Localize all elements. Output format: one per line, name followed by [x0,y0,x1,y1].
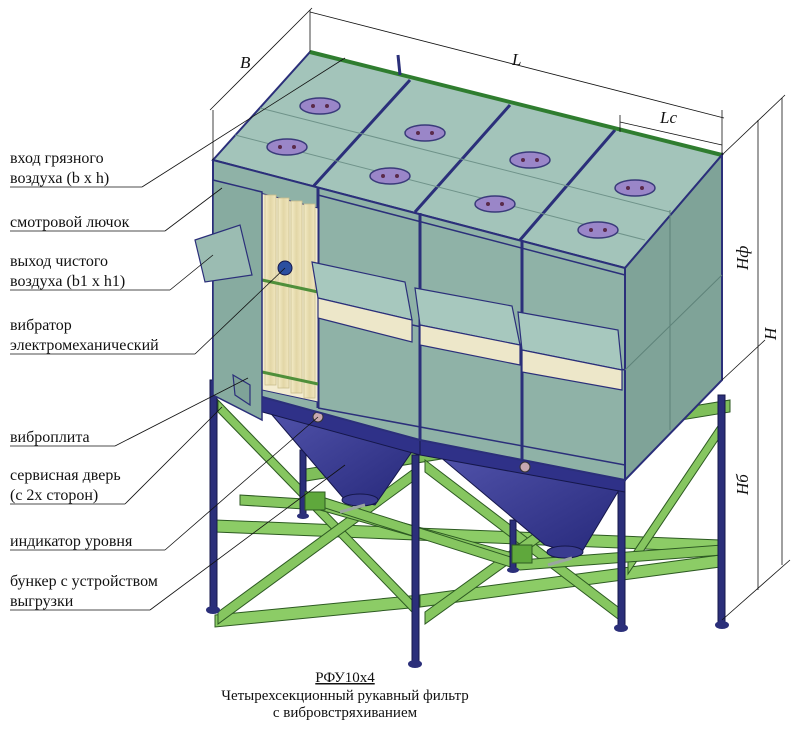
caption: РФУ10х4 Четырехсекционный рукавный фильт… [221,670,469,721]
label-inlet-1: вход грязного [10,150,104,167]
inlet-ports [266,97,656,239]
support-stand [206,379,731,668]
label-plate: виброплита [10,429,90,446]
caption-line1: Четырехсекционный рукавный фильтр [221,688,469,704]
dim-hf-label: Нф [733,246,752,271]
label-door-1: сервисная дверь [10,467,121,484]
label-outlet-1: выход чистого [10,253,108,270]
hoppers [253,394,626,567]
dim-l-label: L [511,50,521,69]
caption-model: РФУ10х4 [315,670,375,686]
label-hopper-2: выгрузки [10,593,74,610]
outlet-hoods [194,224,623,407]
leader-lines [10,57,346,611]
label-hatch: смотровой лючок [10,214,130,231]
label-hopper-1: бункер с устройством [10,573,158,590]
caption-line2: с вибровстряхиванием [273,705,418,721]
label-outlet-2: воздуха (b1 x h1) [10,273,125,290]
dimension-lines [209,7,791,621]
dim-b-label: B [240,53,251,72]
label-vibrator-1: вибратор [10,317,72,334]
callout-labels: вход грязного воздуха (b x h) смотровой … [10,150,159,610]
label-vibrator-2: электромеханический [10,337,159,354]
label-inlet-2: воздуха (b x h) [10,170,109,187]
dim-hb-label: Нб [733,474,752,496]
dim-h-label: H [761,326,780,341]
label-door-2: (с 2х сторон) [10,487,98,504]
label-level: индикатор уровня [10,533,133,550]
dim-lc-label: Lc [659,108,677,127]
